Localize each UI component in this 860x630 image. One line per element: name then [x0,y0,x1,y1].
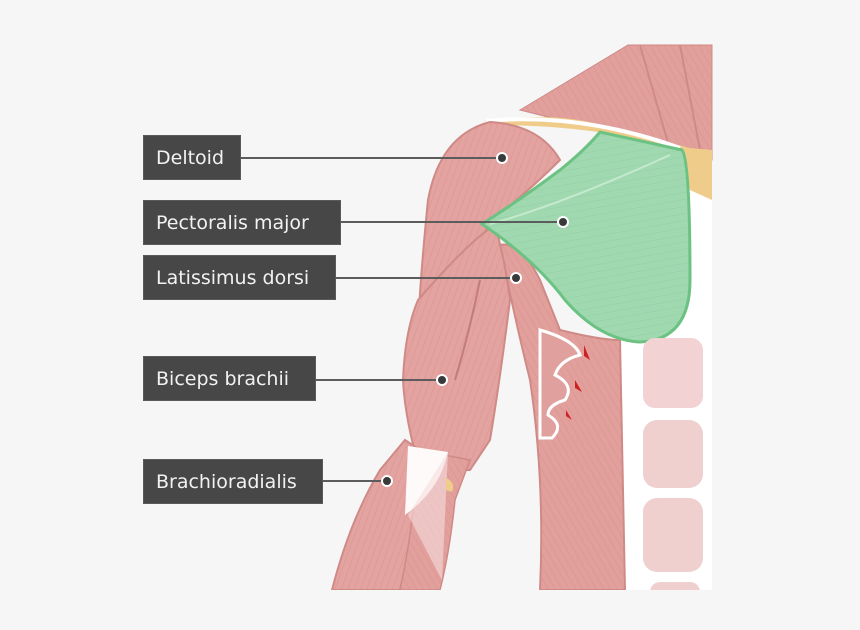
label-pectoralis-major: Pectoralis major [143,200,341,245]
pectoralis-major-pointer-dot [557,216,569,228]
pectoralis-major [479,130,692,344]
costal-cartilage-1 [643,338,703,408]
biceps-brachii-pointer-dot [436,374,448,386]
serratus-anterior [538,328,582,440]
label-biceps-brachii: Biceps brachii [143,356,316,401]
brachioradialis-pointer-dot [381,475,393,487]
deltoid-leader-line [241,157,502,159]
label-brachioradialis: Brachioradialis [143,459,323,504]
label-latissimus-dorsi: Latissimus dorsi [143,255,336,300]
latissimus-dorsi-pointer-dot [510,272,522,284]
pectoralis-major-leader-line [341,221,563,223]
latissimus-dorsi-leader-line [336,277,516,279]
biceps-brachii [401,223,512,471]
costal-cartilage-2 [643,420,703,488]
costal-cartilage-3 [643,498,703,572]
brachioradialis-leader-line [323,480,387,482]
label-deltoid: Deltoid [143,135,241,180]
deltoid-pointer-dot [496,152,508,164]
biceps-brachii-leader-line [316,379,442,381]
bicipital-aponeurosis [405,446,448,515]
latissimus-dorsi [498,243,627,591]
